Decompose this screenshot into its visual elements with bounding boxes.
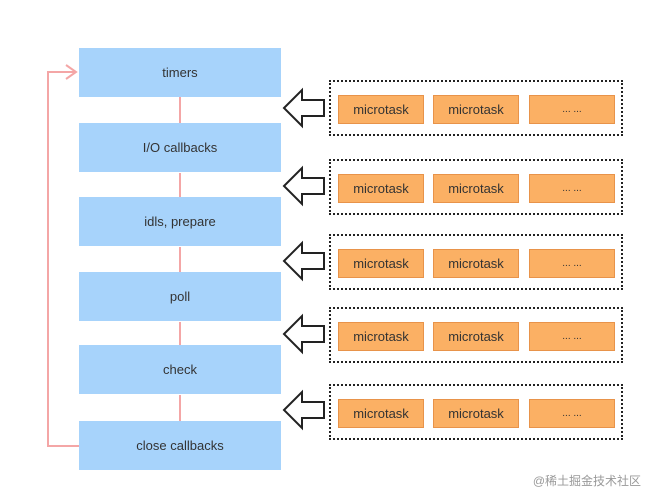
microtask-item: microtask: [433, 174, 519, 203]
microtask-item: microtask: [338, 95, 424, 124]
microtask-ellipsis: ... ...: [529, 322, 615, 351]
phase-label: check: [163, 362, 197, 377]
watermark: @稀土掘金技术社区: [532, 474, 641, 488]
phase-close-callbacks: close callbacks: [79, 421, 281, 470]
phase-idle-prepare: idls, prepare: [79, 197, 281, 246]
microtask-item: microtask: [433, 322, 519, 351]
phase-io-callbacks: I/O callbacks: [79, 123, 281, 172]
hollow-arrow-icon: [282, 165, 325, 207]
phase-label: close callbacks: [136, 438, 224, 453]
phase-poll: poll: [79, 272, 281, 321]
hollow-arrow-icon: [282, 87, 325, 129]
microtask-ellipsis: ... ...: [529, 174, 615, 203]
phase-label: idls, prepare: [144, 214, 216, 229]
phase-label: poll: [169, 289, 191, 304]
microtask-ellipsis: ... ...: [529, 249, 615, 278]
hollow-arrow-icon: [282, 313, 325, 355]
phase-timers: timers: [79, 48, 281, 97]
phase-label: I/O callbacks: [142, 140, 218, 155]
loop-arrowhead: [65, 64, 78, 80]
hollow-arrow-icon: [282, 240, 325, 282]
microtask-queue: microtask microtask ... ...: [329, 384, 623, 440]
microtask-item: microtask: [338, 174, 424, 203]
microtask-item: microtask: [433, 399, 519, 428]
microtask-queue: microtask microtask ... ...: [329, 80, 623, 136]
microtask-queue: microtask microtask ... ...: [329, 159, 623, 215]
loop-back-line: [47, 71, 79, 447]
phase-check: check: [79, 345, 281, 394]
microtask-item: microtask: [338, 249, 424, 278]
microtask-item: microtask: [433, 95, 519, 124]
microtask-item: microtask: [433, 249, 519, 278]
phase-label: timers: [162, 65, 198, 80]
microtask-item: microtask: [338, 399, 424, 428]
hollow-arrow-icon: [282, 389, 325, 431]
microtask-queue: microtask microtask ... ...: [329, 307, 623, 363]
microtask-queue: microtask microtask ... ...: [329, 234, 623, 290]
microtask-ellipsis: ... ...: [529, 399, 615, 428]
microtask-item: microtask: [338, 322, 424, 351]
microtask-ellipsis: ... ...: [529, 95, 615, 124]
